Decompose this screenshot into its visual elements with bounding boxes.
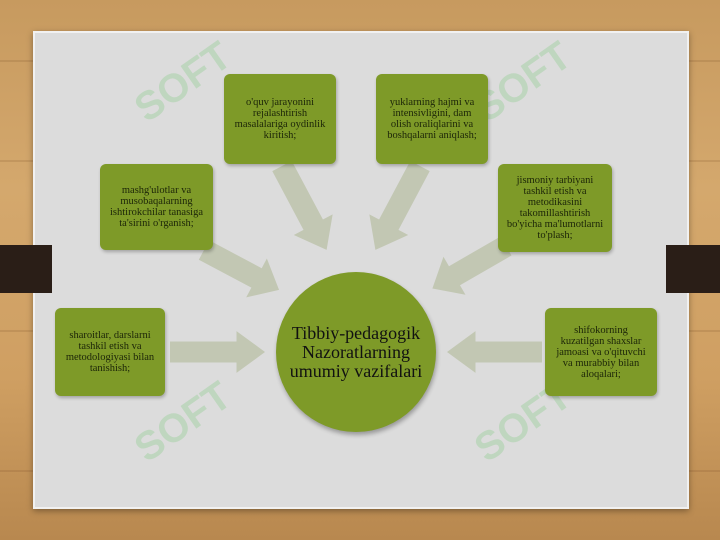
arrow-from-low-right [447,331,542,373]
arrow-from-top-left [262,155,347,261]
right-board-clip [666,245,720,293]
left-board-clip [0,245,52,293]
task-box-mid-right: jismoniy tarbiyani tashkil etish va meto… [498,164,612,252]
central-topic-text: Tibbiy-pedagogik Nazoratlarning umumiy v… [289,322,423,381]
central-topic-circle: Tibbiy-pedagogik Nazoratlarning umumiy v… [276,272,436,432]
task-box-top-right: yuklarning hajmi va intensivligini, dam … [376,74,488,164]
arrow-from-top-right [355,155,440,261]
task-box-low-right: shifokorning kuzatilgan shaxslar jamoasi… [545,308,657,396]
arrow-from-low-left [170,331,265,373]
task-box-mid-left: mashg'ulotlar va musobaqalarning ishtiro… [100,164,213,250]
task-box-top-left: o'quv jarayonini rejalashtirish masalala… [224,74,336,164]
task-box-low-left: sharoitlar, darslarni tashkil etish va m… [55,308,165,396]
